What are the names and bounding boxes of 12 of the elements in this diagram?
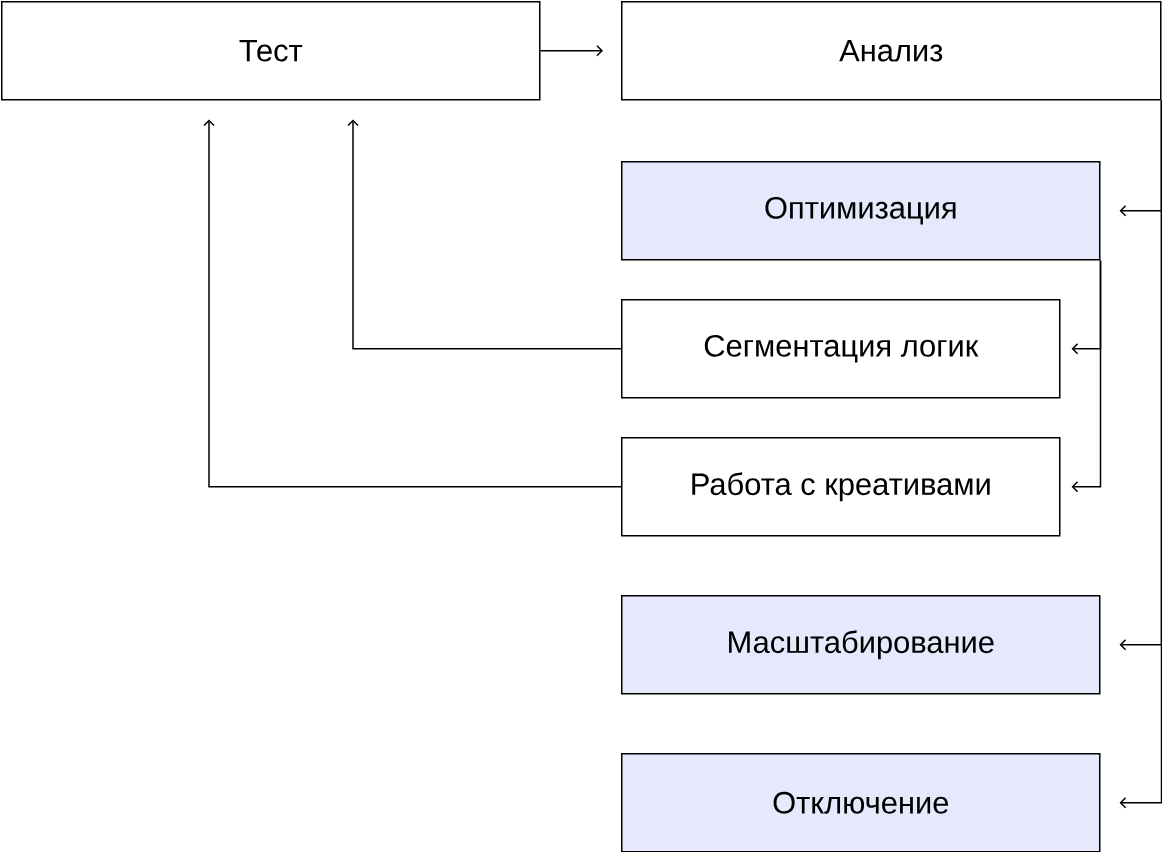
arrow bbox=[1119, 99, 1162, 809]
arrow bbox=[203, 119, 622, 488]
arrow bbox=[347, 119, 622, 350]
process-box: Отключение bbox=[621, 753, 1101, 852]
process-box: Масштабирование bbox=[621, 595, 1101, 695]
process-box: Анализ bbox=[621, 1, 1162, 101]
process-box: Сегментация логик bbox=[621, 299, 1061, 399]
process-box: Тест bbox=[1, 1, 541, 101]
arrow bbox=[539, 45, 603, 57]
arrow bbox=[1071, 259, 1102, 493]
process-box: Оптимизация bbox=[621, 161, 1101, 261]
process-box: Работа с креативами bbox=[621, 437, 1061, 537]
